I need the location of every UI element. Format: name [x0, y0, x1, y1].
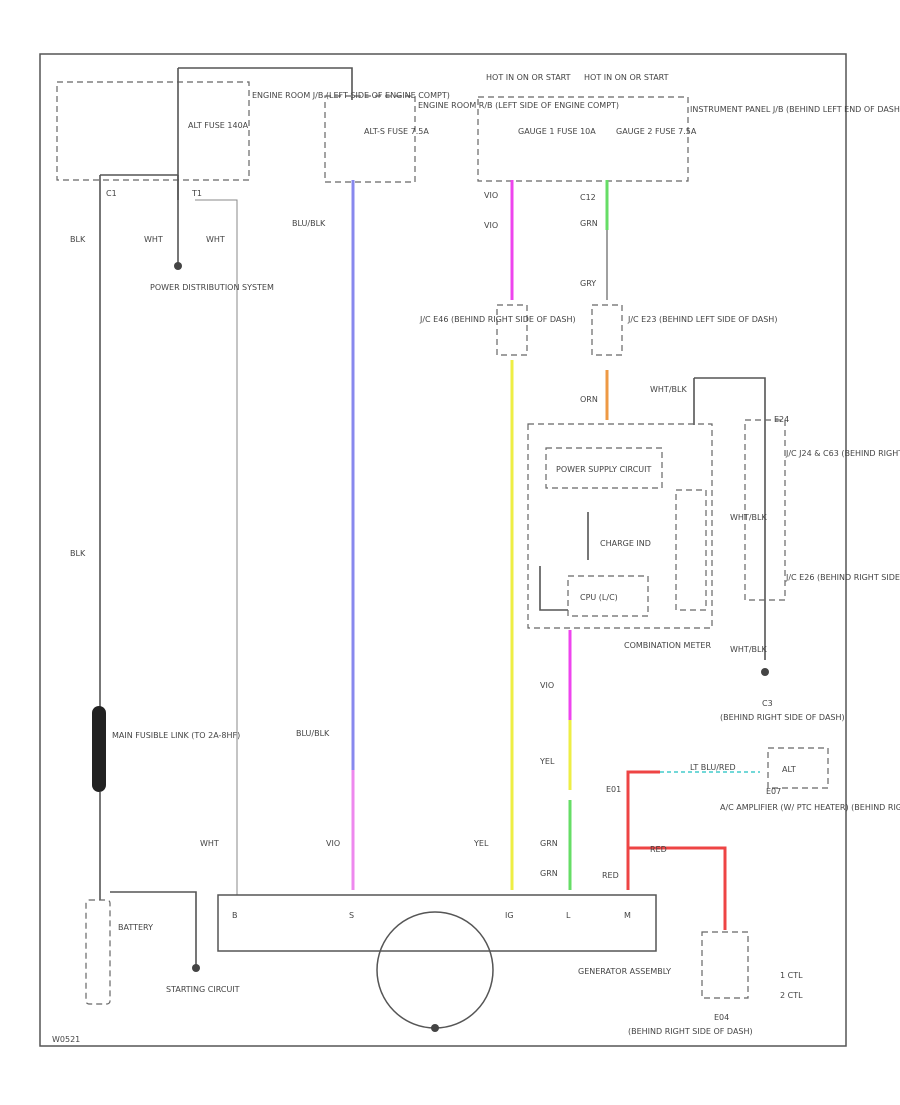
- wire-orn: ORN: [580, 395, 598, 404]
- alt-box-label: ALT: [782, 765, 796, 774]
- jc-e26-label: J/C E26 (BEHIND RIGHT SIDE OF DASH): [785, 573, 900, 582]
- fusible-link-icon: [92, 706, 106, 792]
- engine-room-jb-box: [56, 81, 250, 181]
- wire-red-gen: RED: [602, 871, 619, 880]
- wire-grn-top: GRN: [580, 219, 598, 228]
- wire-grn-meter: GRN: [540, 839, 558, 848]
- alt-fuse-label: ALT FUSE 140A: [188, 121, 249, 130]
- connector-c1: C1: [106, 189, 117, 198]
- pin-l: L: [566, 911, 571, 920]
- pin-ig: IG: [505, 911, 514, 920]
- wire-blu-blk-bot: BLU/BLK: [296, 729, 330, 738]
- wire-vio-mid: VIO: [484, 221, 498, 230]
- alt-box: [767, 747, 829, 789]
- alt-s-fuse-label: ALT-S FUSE 7.5A: [364, 127, 429, 136]
- combination-meter-label: COMBINATION METER: [624, 641, 711, 650]
- wire-grn-gen: GRN: [540, 869, 558, 878]
- connector-c12: C12: [580, 193, 596, 202]
- jc-e23-box: [591, 304, 623, 356]
- wire-gry: GRY: [580, 279, 596, 288]
- connector-e01: E01: [606, 785, 621, 794]
- wht-sense-wire: [195, 199, 238, 895]
- red-amp-wire: [626, 770, 660, 890]
- wire-wht-blk-2: WHT/BLK: [730, 513, 767, 522]
- instrument-panel-label: INSTRUMENT PANEL J/B (BEHIND LEFT END OF…: [690, 105, 900, 114]
- power-supply-box: [545, 447, 663, 489]
- gauge2-fuse-label: GAUGE 2 FUSE 7.5A: [616, 127, 697, 136]
- cpu-box: [567, 575, 649, 617]
- wire-wht-top: WHT: [144, 235, 163, 244]
- generator-rotor-icon: [376, 911, 494, 1029]
- pin-m: M: [624, 911, 631, 920]
- connector-e07: E07: [766, 787, 781, 796]
- charge-ind-label: CHARGE IND: [600, 539, 651, 548]
- connector-e04-desc: (BEHIND RIGHT SIDE OF DASH): [628, 1027, 753, 1036]
- wire-blu-blk-top: BLU/BLK: [292, 219, 326, 228]
- red-gen-wire: [628, 846, 727, 930]
- wire-yel-meter: YEL: [539, 757, 555, 766]
- e04-connector-box: [701, 931, 749, 999]
- wire-wht-blk-1: WHT/BLK: [650, 385, 687, 394]
- ground-c3-dot: [761, 668, 769, 676]
- jc-left-label: J/C E46 (BEHIND RIGHT SIDE OF DASH): [419, 315, 576, 324]
- generator-label: GENERATOR ASSEMBLY: [578, 967, 671, 976]
- ac-amplifier-label: A/C AMPLIFIER (W/ PTC HEATER) (BEHIND RI…: [720, 803, 900, 812]
- power-distribution-label: POWER DISTRIBUTION SYSTEM: [150, 283, 274, 292]
- power-dist-ground-dot: [174, 262, 182, 270]
- battery-label: BATTERY: [118, 923, 153, 932]
- pin-b: B: [232, 911, 238, 920]
- wht-blk-chain-wire: [694, 377, 766, 660]
- note-1: 1 CTL: [780, 971, 803, 980]
- wire-vio-top: VIO: [484, 191, 498, 200]
- wire-wht-blk-3: WHT/BLK: [730, 645, 767, 654]
- alt-bus-wire: [178, 67, 353, 100]
- frame-id: W0521: [52, 1035, 80, 1044]
- engine-room-rb-box: [324, 95, 416, 183]
- meter-ground-block: [675, 489, 707, 611]
- wire-red-amp: RED: [650, 845, 667, 854]
- connector-e24: E24: [774, 415, 789, 424]
- cpu-label: CPU (L/C): [580, 593, 618, 602]
- jc-e24-box: [744, 419, 786, 601]
- wire-yel-gen: YEL: [473, 839, 489, 848]
- cpu-feed-wire: [539, 566, 568, 611]
- gauge1-fuse-label: GAUGE 1 FUSE 10A: [518, 127, 596, 136]
- combination-meter-box: [527, 423, 713, 629]
- power-supply-label: POWER SUPPLY CIRCUIT: [556, 465, 652, 474]
- jc-e24-label: J/C J24 & C63 (BEHIND RIGHT SIDE OF DASH…: [785, 449, 900, 458]
- wire-wht-bot: WHT: [200, 839, 219, 848]
- hot-in-on-2-label: HOT IN ON OR START: [584, 73, 669, 82]
- note-2: 2 CTL: [780, 991, 803, 1000]
- connector-c3-desc: (BEHIND RIGHT SIDE OF DASH): [720, 713, 845, 722]
- generator-ground-dot: [431, 1024, 439, 1032]
- starting-wire: [110, 891, 197, 968]
- wire-lt-blu-red: LT BLU/RED: [690, 763, 736, 772]
- connector-t1: T1: [191, 189, 202, 198]
- diagram-frame: [39, 53, 847, 1047]
- pin-s: S: [349, 911, 354, 920]
- hot-in-on-1-label: HOT IN ON OR START: [486, 73, 571, 82]
- connector-c3: C3: [762, 699, 773, 708]
- wire-blk-top: BLK: [70, 235, 86, 244]
- fusible-link-label: MAIN FUSIBLE LINK (TO 2A-8HF): [112, 731, 240, 740]
- starting-circuit-label: STARTING CIRCUIT: [166, 985, 240, 994]
- wire-vio-gen: VIO: [326, 839, 340, 848]
- jc-e46-box: [496, 304, 528, 356]
- battery-icon: [85, 899, 111, 1005]
- connector-e04: E04: [714, 1013, 729, 1022]
- instrument-panel-jb-box: [477, 96, 689, 182]
- engine-room-jb-label: ENGINE ROOM J/B (LEFT SIDE OF ENGINE COM…: [252, 91, 450, 100]
- wire-wht-top2: WHT: [206, 235, 225, 244]
- jc-right-label: J/C E23 (BEHIND LEFT SIDE OF DASH): [627, 315, 777, 324]
- wire-blk-mid: BLK: [70, 549, 86, 558]
- engine-room-rb-label: ENGINE ROOM R/B (LEFT SIDE OF ENGINE COM…: [418, 101, 619, 110]
- wire-vio-meter: VIO: [540, 681, 554, 690]
- generator-terminal-block: [217, 894, 657, 952]
- starting-dot: [192, 964, 200, 972]
